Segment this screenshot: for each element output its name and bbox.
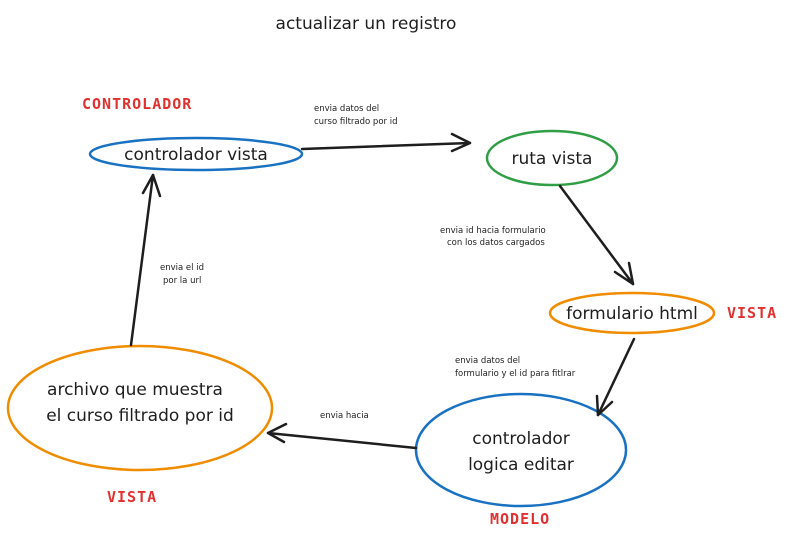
role-label-vista-bottom: VISTA — [107, 488, 157, 506]
node-controlador-logica-shape — [414, 392, 628, 508]
arrow-archivo-to-controlador — [129, 173, 162, 347]
edge-label-3-line2: formulario y el id para fitlrar — [455, 369, 576, 379]
node-formulario-html-shape — [548, 291, 716, 335]
arrow-controlador-to-ruta — [300, 132, 472, 153]
diagram-title: actualizar un registro — [276, 14, 457, 34]
node-archivo: archivo que muestra el curso filtrado po… — [6, 344, 274, 472]
arrow-formulario-to-logica — [595, 337, 636, 417]
node-formulario-html: formulario html — [548, 291, 716, 335]
node-controlador-vista-label: controlador vista — [124, 145, 268, 165]
node-archivo-line2: el curso filtrado por id — [46, 406, 234, 426]
node-controlador-vista-shape — [88, 136, 304, 172]
edge-label-1-line2: curso filtrado por id — [314, 117, 398, 127]
node-controlador-logica-line1: controlador — [472, 429, 570, 449]
edge-label-1-line1: envia datos del — [314, 104, 379, 114]
role-label-vista-right: VISTA — [727, 304, 777, 322]
edge-label-5-line2: por la url — [163, 276, 201, 286]
node-controlador-logica: controlador logica editar — [414, 392, 628, 508]
edge-label-2-line2: con los datos cargados — [447, 238, 545, 248]
node-formulario-html-label: formulario html — [566, 304, 698, 324]
node-controlador-logica-line2: logica editar — [468, 455, 574, 475]
edge-label-4: envia hacia — [320, 411, 369, 421]
node-ruta-vista-label: ruta vista — [512, 149, 593, 169]
edge-label-2-line1: envia id hacia formulario — [440, 226, 546, 236]
node-archivo-line1: archivo que muestra — [47, 380, 223, 400]
role-label-modelo: MODELO — [490, 510, 550, 528]
role-label-controlador: CONTROLADOR — [82, 95, 192, 113]
edge-label-3-line1: envia datos del — [455, 356, 520, 366]
node-archivo-shape — [6, 344, 274, 472]
node-ruta-vista: ruta vista — [485, 129, 619, 187]
edge-label-5-line1: envia el id — [160, 263, 204, 273]
arrow-ruta-to-formulario — [558, 184, 635, 286]
node-ruta-vista-shape — [485, 129, 619, 187]
arrow-logica-to-archivo — [266, 422, 418, 450]
node-controlador-vista: controlador vista — [88, 136, 304, 172]
